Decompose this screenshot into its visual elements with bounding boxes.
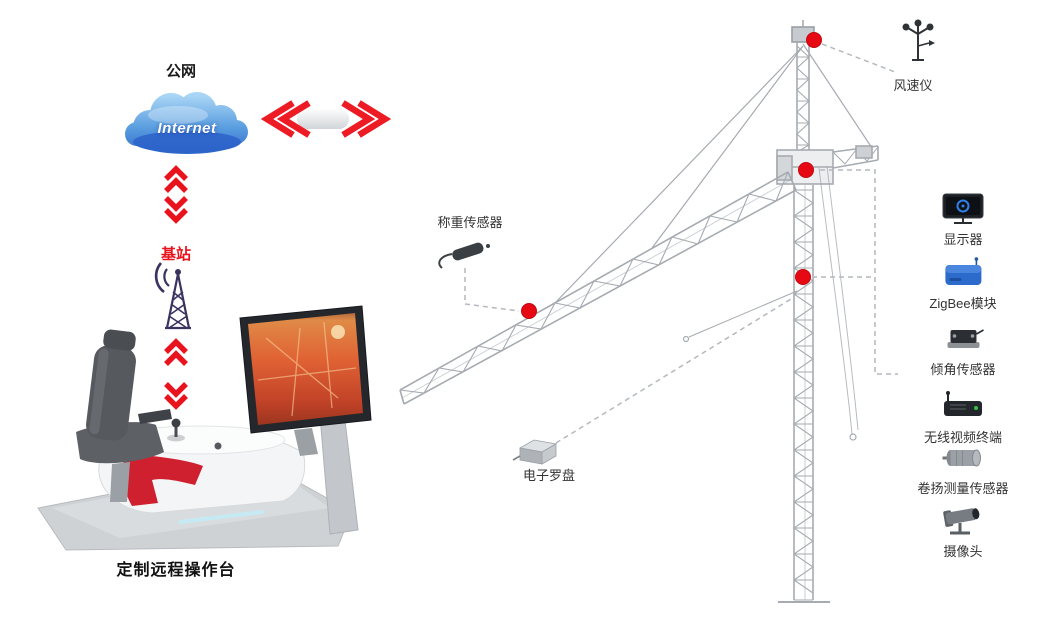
sensor-node-mast: [795, 269, 811, 285]
internet-label: Internet: [157, 120, 217, 137]
console-red-accent: [122, 454, 203, 506]
device-item-display: 显示器: [940, 192, 986, 248]
operator-chair: [86, 329, 136, 441]
link-basestation-console: [164, 338, 188, 410]
display-icon: [940, 192, 986, 226]
wireless-video-terminal-icon: [940, 390, 986, 424]
tower-crane-illustration: [399, 20, 879, 603]
joystick: [171, 418, 181, 428]
public-network-label: 公网: [165, 63, 197, 80]
device-item-zigbee: ZigBee模块: [929, 256, 997, 312]
connector-device-bracket: [820, 169, 898, 375]
connector-compass: [555, 298, 792, 444]
compass-label: 电子罗盘: [522, 468, 576, 483]
load-sensor-icon: [438, 242, 490, 269]
anemometer-icon: [902, 19, 935, 61]
device-item-camera: 摄像头: [940, 498, 986, 560]
wireless-link-horizontal: [260, 100, 392, 138]
electronic-compass-icon: [512, 439, 558, 465]
console-monitor-screen: [248, 313, 363, 425]
sensor-node-tower-top: [806, 32, 822, 48]
dashed-connectors: [464, 43, 898, 444]
device-label: 无线视频终端: [923, 430, 1003, 445]
load-sensor-label: 称重传感器: [437, 215, 503, 230]
sensor-node-jib: [521, 303, 537, 319]
anemometer-label: 风速仪: [893, 78, 933, 93]
operator-console-illustration: [37, 305, 372, 551]
sensor-node-cab: [798, 162, 814, 178]
device-label: 摄像头: [943, 544, 983, 559]
connector-anemometer: [821, 43, 896, 73]
device-item-wireless-video: 无线视频终端: [924, 390, 1002, 446]
base-station-antenna-icon: [154, 262, 191, 330]
device-item-tilt-sensor: 倾角传感器: [930, 322, 996, 378]
hoist-measure-sensor-icon: [940, 441, 986, 475]
connector-load-sensor: [464, 268, 520, 312]
device-label: 卷扬测量传感器: [917, 481, 1009, 496]
sensor-nodes: [521, 32, 822, 319]
camera-icon: [940, 498, 986, 538]
zigbee-module-icon: [940, 256, 986, 290]
link-cloud-basestation: [164, 165, 188, 224]
device-label: 倾角传感器: [930, 362, 996, 377]
device-label: ZigBee模块: [929, 296, 997, 311]
console-label: 定制远程操作台: [116, 562, 236, 579]
device-item-hoist-sensor: 卷扬测量传感器: [917, 441, 1009, 497]
device-label: 显示器: [943, 232, 983, 247]
internet-cloud-icon: [125, 92, 248, 154]
tilt-sensor-icon: [940, 322, 986, 356]
base-station-label: 基站: [160, 246, 192, 263]
